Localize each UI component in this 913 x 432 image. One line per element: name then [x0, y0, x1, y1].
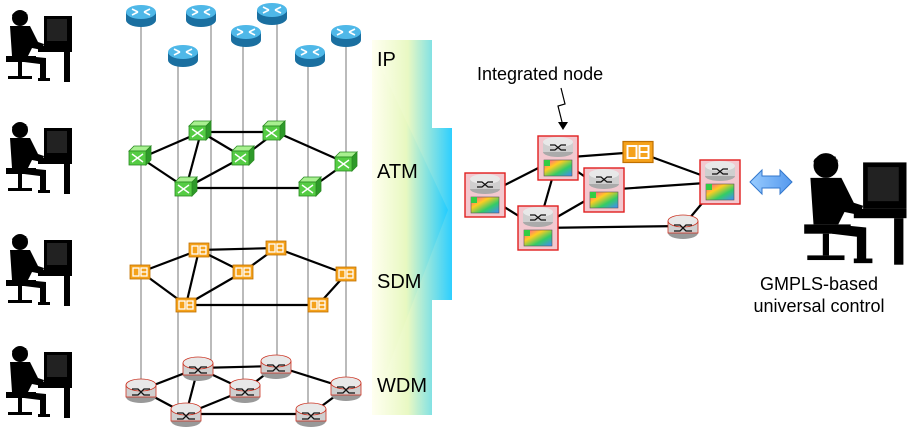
integrated-node-icon — [699, 159, 741, 205]
wdm-node-icon — [667, 214, 699, 240]
sdm-node-icon — [265, 240, 287, 256]
wdm-node-icon — [170, 402, 202, 428]
router-icon — [294, 44, 326, 68]
operator-at-desk-icon — [6, 234, 72, 306]
sdm-node-icon — [232, 264, 254, 280]
wdm-node-icon — [295, 402, 327, 428]
router-icon — [330, 24, 362, 48]
layer-label-ip: IP — [377, 49, 396, 71]
atm-switch-icon — [298, 176, 322, 197]
operator-at-desk-icon — [804, 153, 907, 265]
sdm-node-icon — [175, 297, 197, 313]
transition-arrow-head — [372, 48, 448, 410]
router-icon — [256, 2, 288, 26]
router-icon — [125, 4, 157, 28]
sdm-node-icon — [335, 266, 357, 282]
vertical-connectors — [140, 18, 347, 418]
router-icon — [167, 44, 199, 68]
atm-switch-icon — [231, 145, 255, 166]
caption-line-2: universal control — [753, 296, 884, 316]
layer-label-wdm: WDM — [377, 375, 427, 397]
ip-layer — [125, 2, 362, 68]
atm-switch-icon — [128, 145, 152, 166]
layer-label-atm: ATM — [377, 161, 418, 183]
atm-switch-icon — [188, 120, 212, 141]
wdm-node-icon — [182, 356, 214, 382]
router-icon — [185, 4, 217, 28]
atm-switch-icon — [334, 151, 358, 172]
caption-line-1: GMPLS-based — [760, 274, 878, 294]
double-arrow-icon — [749, 168, 793, 196]
sdm-node-icon — [188, 242, 210, 258]
atm-switch-icon — [174, 176, 198, 197]
sdm-node-icon — [622, 140, 654, 164]
integrated-node-label: Integrated node — [477, 64, 603, 84]
integrated-network — [464, 135, 741, 251]
integrated-node-icon — [464, 172, 506, 218]
layer-label-sdm: SDM — [377, 271, 421, 293]
router-icon — [230, 24, 262, 48]
wdm-node-icon — [229, 378, 261, 404]
integrated-node-icon — [583, 167, 625, 213]
sdm-node-icon — [307, 297, 329, 313]
wdm-node-icon — [260, 354, 292, 380]
operator-at-desk-icon — [6, 122, 72, 194]
wdm-node-icon — [125, 378, 157, 404]
operator-at-desk-icon — [6, 346, 72, 418]
integrated-node-icon — [537, 135, 579, 181]
sdm-node-icon — [129, 264, 151, 280]
integrated-node-icon — [517, 205, 559, 251]
pointer-arrowhead — [558, 122, 568, 130]
wdm-node-icon — [330, 376, 362, 402]
operator-at-desk-icon — [6, 10, 72, 82]
atm-switch-icon — [262, 120, 286, 141]
pointer-line — [557, 87, 566, 127]
